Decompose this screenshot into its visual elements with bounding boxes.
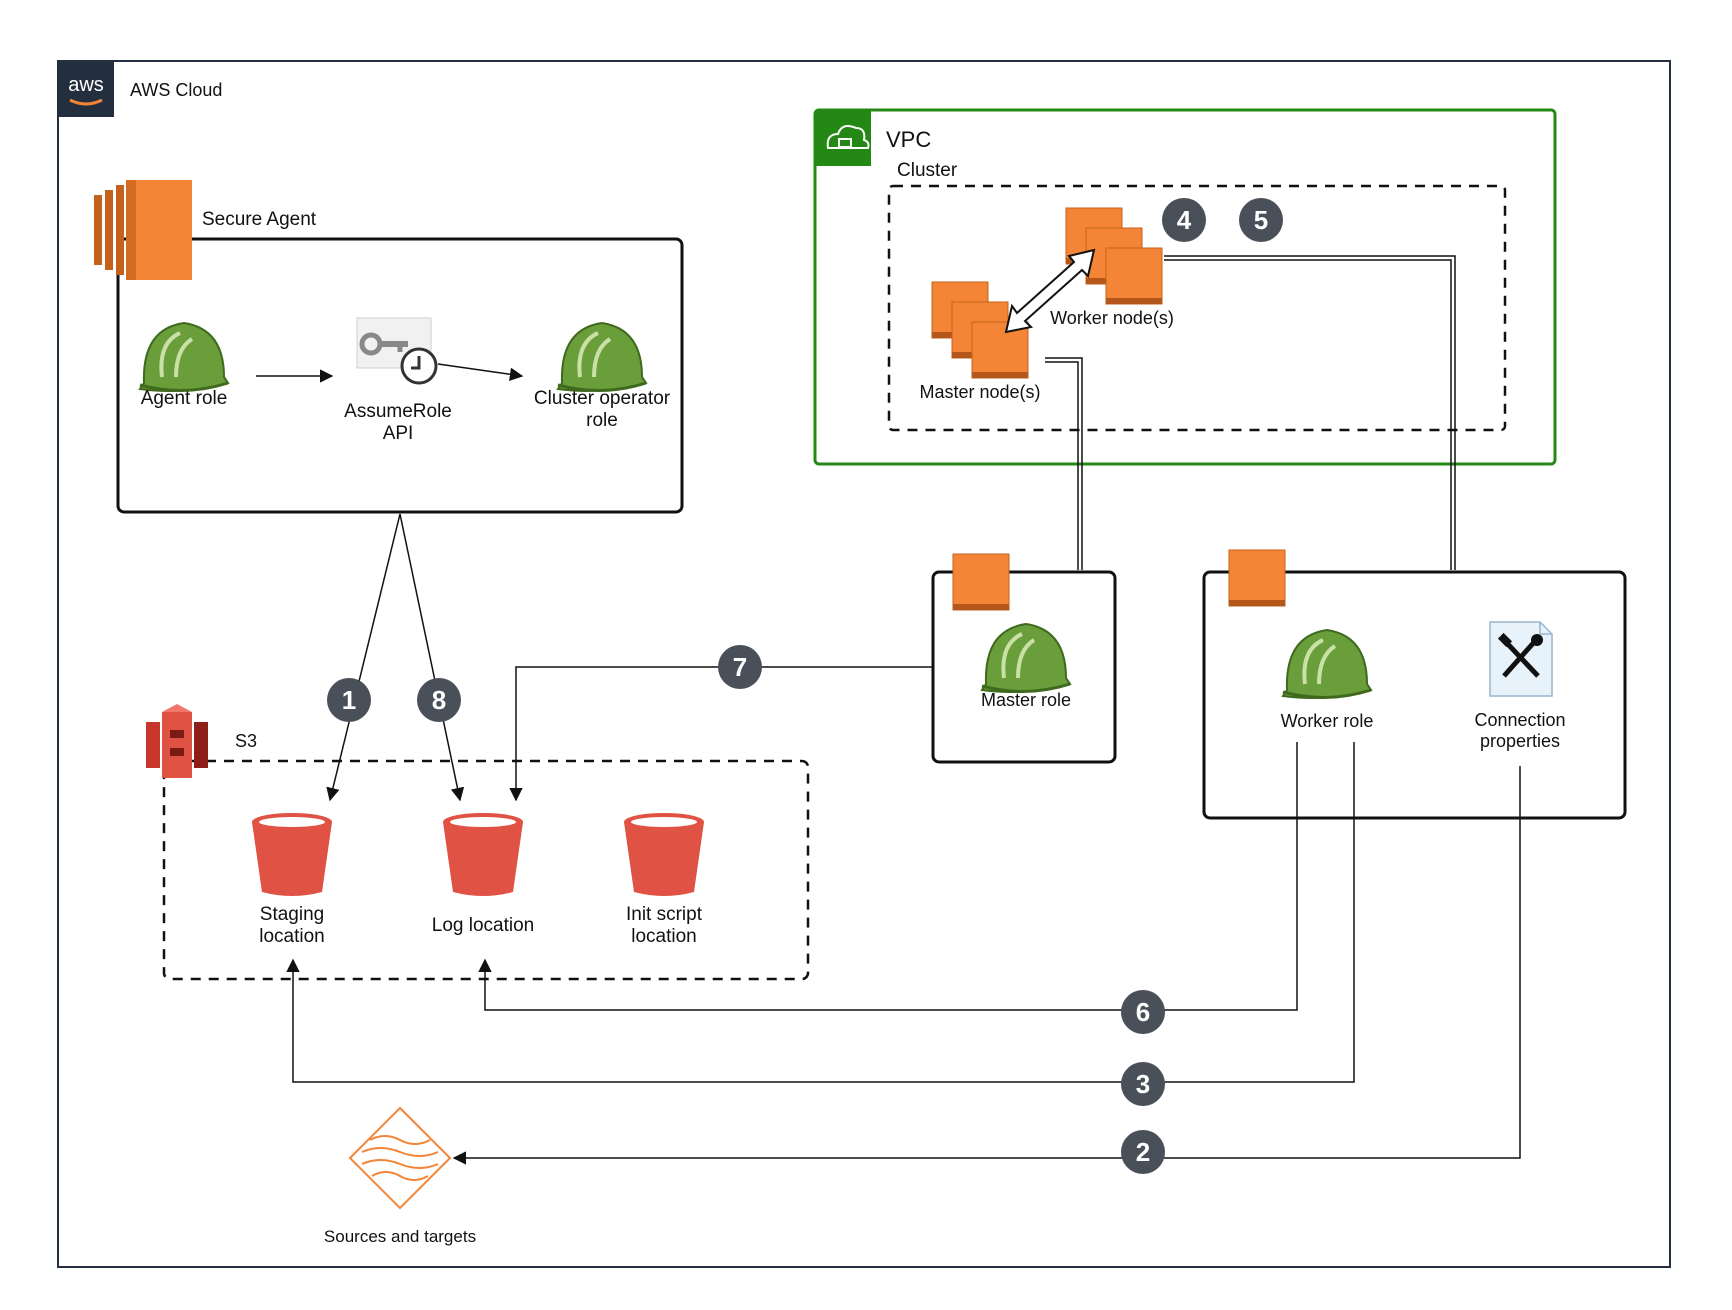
step-badge-1: 1 xyxy=(327,678,371,722)
step-badge-8: 8 xyxy=(417,678,461,722)
master-worker-communication-arrow xyxy=(1004,248,1096,334)
assume-role-api-line1: AssumeRole xyxy=(344,401,452,422)
connection-properties-line1: Connection xyxy=(1474,710,1565,730)
master-node-connector xyxy=(1045,357,1083,570)
sources-and-targets-icon xyxy=(348,1106,452,1210)
worker-role-helmet-icon xyxy=(1281,628,1373,700)
step-badge-4: 4 xyxy=(1162,198,1206,242)
worker-node-connector xyxy=(1164,255,1456,570)
step-2-connector xyxy=(452,766,1521,1165)
step-3-connector xyxy=(286,742,1355,1083)
svg-text:6: 6 xyxy=(1136,997,1150,1027)
s3-icon xyxy=(146,704,208,778)
connection-properties-line2: properties xyxy=(1480,731,1560,751)
aws-cloud-label: AWS Cloud xyxy=(130,80,222,100)
cluster-group: Cluster xyxy=(887,160,1507,432)
aws-cloud-group: aws AWS Cloud xyxy=(57,60,1671,1268)
cluster-operator-role-line1: Cluster operator xyxy=(534,388,671,409)
secure-agent-label: Secure Agent xyxy=(202,209,317,230)
svg-text:7: 7 xyxy=(733,652,747,682)
master-box: Master role xyxy=(931,553,1117,764)
agent-role-label: Agent role xyxy=(141,388,228,409)
assume-role-api-line2: API xyxy=(383,423,414,444)
log-location-label: Log location xyxy=(432,915,534,936)
worker-nodes-label: Worker node(s) xyxy=(1050,308,1174,328)
cluster-operator-role-helmet-icon xyxy=(556,321,648,393)
sources-and-targets-label: Sources and targets xyxy=(324,1227,476,1246)
svg-text:5: 5 xyxy=(1254,205,1268,235)
agent-role-helmet-icon xyxy=(138,321,230,393)
init-script-location-line1: Init script xyxy=(626,904,703,925)
step-8-connector xyxy=(399,513,465,802)
worker-role-label: Worker role xyxy=(1281,711,1374,731)
worker-box: Worker role Connection properties xyxy=(1202,549,1627,820)
svg-text:1: 1 xyxy=(342,685,356,715)
step-badge-5: 5 xyxy=(1239,198,1283,242)
master-role-helmet-icon xyxy=(980,622,1072,694)
step-badge-3: 3 xyxy=(1121,1062,1165,1106)
cluster-operator-role-line2: role xyxy=(586,410,618,431)
step-badge-7: 7 xyxy=(718,645,762,689)
svg-text:3: 3 xyxy=(1136,1069,1150,1099)
staging-bucket-icon xyxy=(252,813,332,896)
staging-location-line1: Staging xyxy=(260,904,324,925)
s3-label: S3 xyxy=(235,731,257,751)
master-role-label: Master role xyxy=(981,690,1071,710)
vpc-label: VPC xyxy=(886,127,931,152)
aws-logo-text: aws xyxy=(68,74,104,96)
init-script-bucket-icon xyxy=(624,813,704,896)
step-7-connector xyxy=(509,666,933,802)
svg-text:8: 8 xyxy=(432,685,446,715)
aws-logo-icon xyxy=(58,61,114,117)
assume-role-api-icon xyxy=(356,317,438,385)
vpc-group: VPC xyxy=(813,108,1557,466)
step-6-connector xyxy=(478,742,1298,1011)
cluster-label: Cluster xyxy=(897,160,958,181)
connection-properties-document-icon xyxy=(1489,621,1553,697)
step-1-connector xyxy=(326,513,401,802)
init-script-location-line2: location xyxy=(631,926,697,947)
svg-text:4: 4 xyxy=(1177,205,1192,235)
s3-group: S3 Staging location Log location Init sc… xyxy=(146,704,810,981)
step-badge-6: 6 xyxy=(1121,990,1165,1034)
svg-text:2: 2 xyxy=(1136,1137,1150,1167)
master-nodes-label: Master node(s) xyxy=(919,382,1040,402)
staging-location-line2: location xyxy=(259,926,325,947)
log-bucket-icon xyxy=(443,813,523,896)
ec2-instance-icon xyxy=(94,180,192,280)
secure-agent-group: Secure Agent Agent role AssumeRole API C… xyxy=(94,180,684,514)
step-badge-2: 2 xyxy=(1121,1130,1165,1174)
